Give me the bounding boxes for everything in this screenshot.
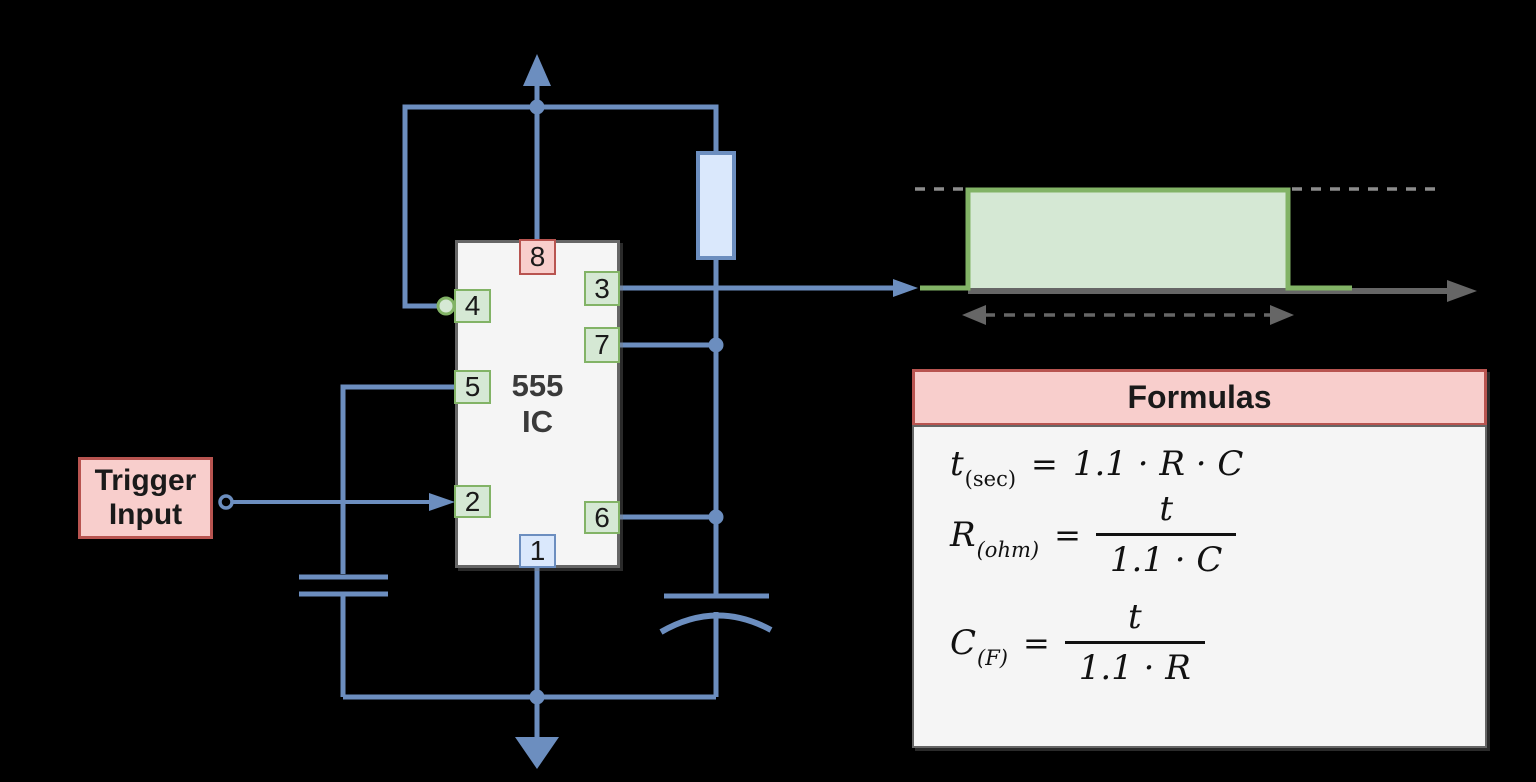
formula-capacitance-base: C [950,622,977,663]
formula-resistance-lhs: R(ohm) [950,514,1039,562]
formula-resistance-denominator: 1.1 · C [1095,533,1237,580]
formula-resistance-fraction: t 1.1 · C [1095,489,1237,580]
trigger-terminal-icon [218,494,234,510]
pulse-width-right-arrow-icon [1270,305,1294,325]
trigger-arrow-icon [429,493,455,511]
pulse-width-left-arrow-icon [962,305,986,325]
formula-capacitance-fraction: t 1.1 · R [1064,597,1205,688]
ic-555-label: 555 IC [512,368,564,439]
formula-time-rhs: 1.1 · R · C [1072,444,1244,484]
trigger-input-line1: Trigger [94,463,197,497]
formula-time: t(sec) = 1.1 · R · C [950,444,1244,491]
formula-capacitance-lhs: C(F) [950,622,1008,670]
formula-capacitance-denominator: 1.1 · R [1064,641,1205,688]
output-pulse-fill [968,189,1288,288]
formula-capacitance-equals: = [1022,623,1050,662]
trigger-input-line2: Input [108,498,183,531]
ground-arrow-icon [515,737,559,769]
formula-resistance-sub: (ohm) [976,537,1040,562]
reset-bubble-icon [436,296,456,316]
formula-resistance-base: R [950,514,976,555]
pin-5-control: 5 [454,370,491,404]
vcc-arrow-icon [523,54,551,86]
trigger-input-box: Trigger Input [78,457,213,539]
formulas-panel: Formulas t(sec) = 1.1 · R · C R(ohm) = t… [912,369,1487,748]
formula-resistance-equals: = [1054,515,1081,554]
junction-dot-ground [529,689,545,705]
ic-555-label-line1: 555 [511,368,564,404]
formula-time-lhs: t(sec) [950,444,1016,491]
output-pulse-trace [920,187,1352,291]
pin-3-output: 3 [584,271,620,306]
pin5-wire [340,384,455,574]
formulas-body: t(sec) = 1.1 · R · C R(ohm) = t 1.1 · C … [912,425,1487,748]
resistor [696,151,736,260]
junction-dot-vcc [529,99,545,115]
formula-resistance: R(ohm) = t 1.1 · C [950,489,1237,580]
formula-resistance-numerator: t [1159,489,1173,529]
formula-capacitance-sub: (F) [977,645,1008,670]
time-axis-arrow-icon [1447,280,1477,302]
junction-dot-pin7 [708,337,724,353]
pin-6-threshold: 6 [584,501,620,534]
pin-7-discharge: 7 [584,327,620,363]
formula-time-equals: = [1031,445,1058,483]
formulas-header: Formulas [912,369,1487,426]
pin-2-trigger: 2 [454,485,491,518]
pin-8-vcc: 8 [519,239,556,275]
formula-time-base: t [950,444,964,484]
formulas-title: Formulas [1127,379,1272,415]
pin-1-ground: 1 [519,534,556,568]
pin-4-reset: 4 [454,289,491,323]
junction-dot-pin6 [708,509,724,525]
formula-capacitance-numerator: t [1128,597,1142,637]
vcc-rail-wire [402,104,719,309]
ic-555-label-line2: IC [521,404,553,439]
output-arrow-icon [893,279,918,297]
formula-capacitance: C(F) = t 1.1 · R [950,597,1205,688]
formula-time-sub: (sec) [964,467,1017,491]
